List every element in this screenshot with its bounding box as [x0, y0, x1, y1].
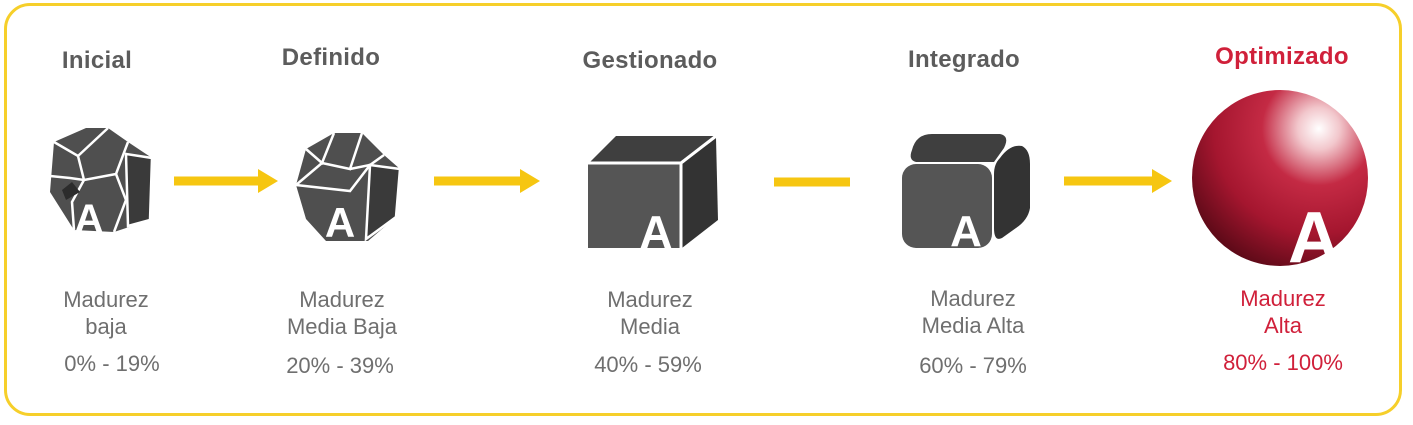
letter-a-mark: A [75, 197, 104, 238]
diagram-frame [4, 3, 1402, 416]
sphere-icon: A [1192, 90, 1368, 274]
connector-line [774, 177, 850, 187]
stage-range-integrado: 60% - 79% [919, 353, 1027, 378]
stage-range-optimizado: 80% - 100% [1223, 350, 1343, 375]
arrow-right-icon [174, 169, 278, 193]
desc-line-1: Madurez [1240, 286, 1326, 311]
desc-line-1: Madurez [930, 286, 1016, 311]
stage-title-integrado: Integrado [907, 46, 1021, 73]
stage-desc-integrado: Madurez Media Alta [922, 285, 1025, 339]
letter-a-mark: A [639, 206, 672, 252]
cube-icon: A [588, 134, 718, 252]
stage-range-definido: 20% - 39% [286, 353, 394, 378]
desc-line-2: Media Alta [921, 313, 1025, 338]
stage-title-inicial: Inicial [61, 47, 133, 74]
desc-line-1: Madurez [63, 287, 149, 312]
desc-line-2: Media [620, 314, 680, 339]
stage-desc-optimizado: Madurez Alta [1240, 285, 1326, 339]
arrow-right-icon [1064, 169, 1172, 193]
desc-line-1: Madurez [607, 287, 693, 312]
stage-desc-definido: Madurez Media Baja [287, 286, 397, 340]
stage-range-inicial: 0% - 19% [64, 351, 160, 376]
faceted-rock-icon: A [295, 132, 402, 243]
stage-desc-inicial: Madurez baja [63, 286, 149, 340]
stage-title-definido: Definido [281, 44, 381, 71]
stage-desc-gestionado: Madurez Media [607, 286, 693, 340]
desc-line-1: Madurez [299, 287, 385, 312]
stage-title-gestionado: Gestionado [582, 47, 718, 74]
letter-a-mark: A [950, 207, 982, 252]
stage-range-gestionado: 40% - 59% [594, 352, 702, 377]
stage-title-optimizado: Optimizado [1215, 43, 1349, 70]
letter-a-mark: A [1288, 198, 1340, 274]
desc-line-2: Alta [1264, 313, 1302, 338]
letter-a-mark: A [325, 199, 355, 243]
desc-line-2: baja [85, 314, 127, 339]
rounded-cube-icon: A [902, 134, 1030, 252]
rough-rock-icon: A [49, 127, 154, 238]
desc-line-2: Media Baja [286, 314, 398, 339]
arrow-right-icon [434, 169, 540, 193]
